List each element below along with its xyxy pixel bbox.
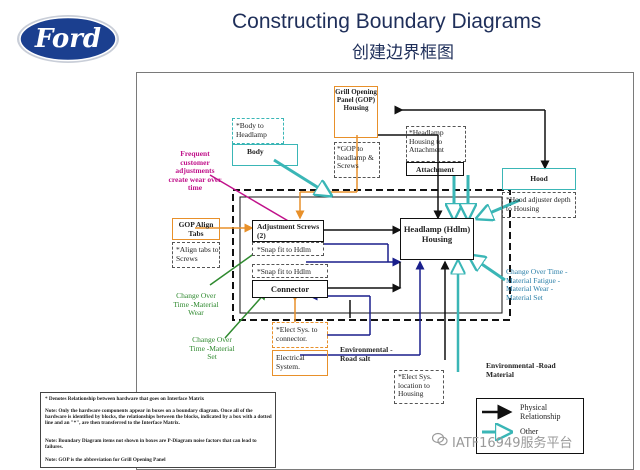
snap-fit-box-2: *Snap fit to Hdlm: [252, 264, 328, 278]
gop-align-tabs-label: GOP Align Tabs: [178, 220, 214, 238]
electrical-system-label: Electrical System.: [276, 353, 305, 371]
connector-box: Connector: [252, 280, 328, 298]
note-interface-matrix: * Denotes Relationship between hardware …: [45, 396, 205, 402]
body-box: Body: [232, 144, 298, 166]
body-relationship-label: *Body to Headlamp: [236, 121, 267, 139]
snap-fit-box-1: *Snap fit to Hdlm: [252, 242, 324, 256]
note-hardware-components: Note: Only the hardware components appea…: [45, 408, 272, 426]
grill-opening-panel-box: Grill Opening Panel (GOP) Housing: [334, 86, 378, 138]
electrical-system-box: Electrical System.: [272, 350, 328, 376]
note-p-diagram: Note: Boundary Diagram items not shown i…: [45, 438, 257, 450]
adjustment-screws-box: Adjustment Screws (2): [252, 220, 324, 242]
headlamp-housing-box: Headlamp (Hdlm) Housing: [400, 218, 474, 260]
attachment-label: Attachment: [416, 165, 454, 174]
page-title: Constructing Boundary Diagrams: [232, 10, 542, 33]
gop-align-tabs-box: GOP Align Tabs: [172, 218, 220, 240]
headlamp-attachment-relationship-label: *Headlamp Housing to Attachment: [409, 128, 444, 154]
gop-relationship-box: *GOP to headlamp & Screws: [334, 142, 380, 178]
align-tabs-relationship-box: *Align tabs to Screws: [172, 242, 220, 268]
ford-logo-text: Ford: [34, 24, 102, 54]
notes-box: * Denotes Relationship between hardware …: [40, 392, 276, 468]
legend-other-label: Other: [520, 427, 539, 436]
note-gop-abbreviation: Note: GOP is the abbreviation for Grill …: [45, 457, 166, 463]
change-over-time-right: Change Over Time -Material Fatigue -Mate…: [506, 267, 568, 302]
ford-logo-icon: [17, 15, 119, 63]
connector-label: Connector: [270, 284, 310, 294]
hood-relationship-box: *Hood adjuster depth to Housing: [502, 192, 576, 218]
page-subtitle: 创建边界框图: [352, 43, 454, 63]
elect-housing-relationship-box: *Elect Sys. location to Housing: [394, 370, 444, 404]
environmental-road-material: Environmental -Road Material: [486, 361, 556, 379]
hood-relationship-label: *Hood adjuster depth to Housing: [506, 195, 571, 213]
frequent-adjustments-note: Frequent customer adjustments create wea…: [168, 149, 222, 192]
hood-box: Hood: [502, 168, 576, 190]
elect-housing-relationship-label: *Elect Sys. location to Housing: [398, 372, 432, 398]
legend-physical-label: Physical Relationship: [520, 403, 561, 421]
environmental-road-salt: Environmental -Road salt: [340, 345, 393, 363]
attachment-box: Attachment: [406, 162, 464, 176]
system-boundary: [232, 189, 511, 321]
elect-connector-relationship-label: *Elect Sys. to connector.: [276, 325, 318, 343]
gop-relationship-label: *GOP to headlamp & Screws: [337, 144, 374, 170]
change-over-time-left-2: Change Over Time -Material Set: [189, 335, 235, 361]
elect-connector-relationship-box: *Elect Sys. to connector.: [272, 322, 328, 348]
body-relationship-box: *Body to Headlamp: [232, 118, 284, 144]
hood-label: Hood: [530, 174, 548, 183]
headlamp-housing-label: Headlamp (Hdlm) Housing: [403, 224, 471, 244]
grill-opening-panel-label: Grill Opening Panel (GOP) Housing: [335, 88, 377, 112]
change-over-time-left-1: Change Over Time -Material Wear: [173, 291, 219, 317]
inner-boundary: [239, 196, 503, 314]
snap-fit-label-1: *Snap fit to Hdlm: [257, 245, 311, 254]
adjustment-screws-label: Adjustment Screws (2): [257, 222, 320, 240]
body-label: Body: [247, 147, 264, 156]
watermark-text: IATF16949服务平台: [452, 436, 573, 451]
wechat-icon: [431, 432, 448, 446]
legend-box: [476, 398, 584, 454]
snap-fit-label-2: *Snap fit to Hdlm: [257, 267, 311, 276]
align-tabs-relationship-label: *Align tabs to Screws: [176, 245, 219, 263]
headlamp-attachment-relationship-box: *Headlamp Housing to Attachment: [406, 126, 466, 162]
